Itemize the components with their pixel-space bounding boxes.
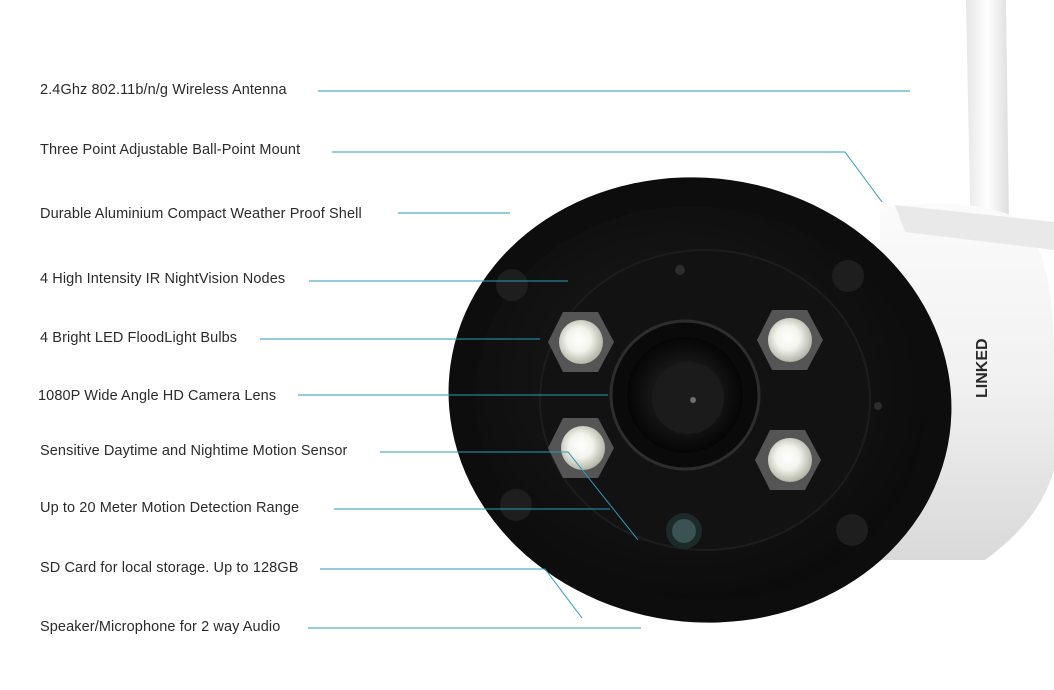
motion-sensor: [666, 513, 702, 549]
feature-label-range: Up to 20 Meter Motion Detection Range: [40, 500, 300, 516]
leader-line-mount: [332, 151, 883, 203]
feature-label-sd: SD Card for local storage. Up to 128GB: [40, 560, 299, 576]
feature-label-led: 4 Bright LED FloodLight Bulbs: [40, 330, 238, 346]
feature-label-audio: Speaker/Microphone for 2 way Audio: [40, 619, 281, 635]
feature-label-lens: 1080P Wide Angle HD Camera Lens: [38, 388, 277, 404]
leader-line-sensor: [380, 451, 639, 541]
feature-label-antenna: 2.4Ghz 802.11b/n/g Wireless Antenna: [40, 82, 287, 98]
ir-nodes: [496, 260, 868, 546]
feature-label-mount: Three Point Adjustable Ball-Point Mount: [40, 142, 301, 158]
leader-line-sd: [320, 568, 583, 619]
brand-logo: LINKED: [974, 338, 991, 398]
camera-lens: [609, 319, 761, 471]
feature-label-shell: Durable Aluminium Compact Weather Proof …: [40, 206, 362, 222]
microphone-hole: [874, 402, 882, 410]
pinhole-sensor: [675, 265, 685, 275]
svg-text:LINKED: LINKED: [974, 338, 991, 398]
feature-label-sensor: Sensitive Daytime and Nightime Motion Se…: [40, 443, 348, 459]
feature-label-ir: 4 High Intensity IR NightVision Nodes: [40, 271, 286, 287]
led-bulbs: [548, 310, 823, 490]
